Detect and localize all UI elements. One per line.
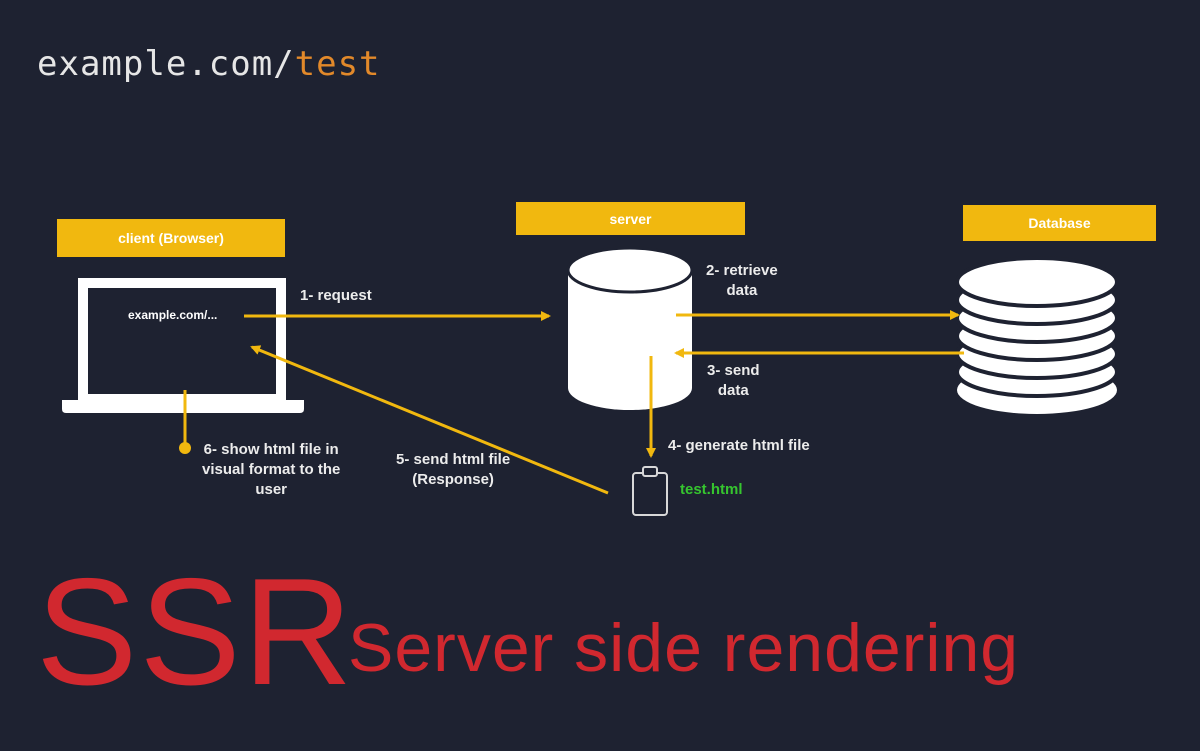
step-3-line-1: 3- send (707, 362, 760, 379)
step-2-retrieve-data: 2- retrieve data (706, 261, 778, 301)
step-2-line-1: 2- retrieve (706, 262, 778, 279)
file-name-label: test.html (680, 481, 743, 498)
ssr-acronym: SSR (36, 547, 355, 717)
step-3-line-2: data (717, 382, 749, 399)
step-6-show-html: 6- show html file in visual format to th… (202, 440, 340, 500)
arrow-send-html-response (250, 345, 609, 495)
step-2-line-2: data (726, 282, 758, 299)
database-label: Database (963, 205, 1156, 241)
clipboard-file-icon (632, 466, 668, 516)
step-6-line-3: user (255, 481, 288, 498)
database-stack-icon (955, 256, 1119, 414)
url-domain: example.com/ (37, 44, 295, 84)
show-html-dot (179, 442, 191, 454)
step-1-request: 1- request (300, 287, 372, 304)
step-3-send-data: 3- send data (707, 361, 760, 401)
server-cylinder-icon (566, 246, 694, 410)
laptop-screen-url: example.com/... (128, 308, 218, 322)
step-5-line-1: 5- send html file (396, 451, 511, 468)
laptop-icon (62, 278, 304, 413)
step-5-line-2: (Response) (412, 471, 494, 488)
step-4-generate-html: 4- generate html file (668, 437, 810, 454)
step-6-line-2: visual format to the (202, 461, 341, 478)
client-label: client (Browser) (57, 219, 285, 257)
url-path: test (294, 44, 381, 84)
page-url-title: example.com/test (37, 44, 381, 84)
step-5-send-html-file: 5- send html file (Response) (396, 450, 510, 490)
server-label: server (516, 202, 745, 235)
ssr-full-title: Server side rendering (348, 610, 1020, 686)
step-6-line-1: 6- show html file in (203, 441, 339, 458)
